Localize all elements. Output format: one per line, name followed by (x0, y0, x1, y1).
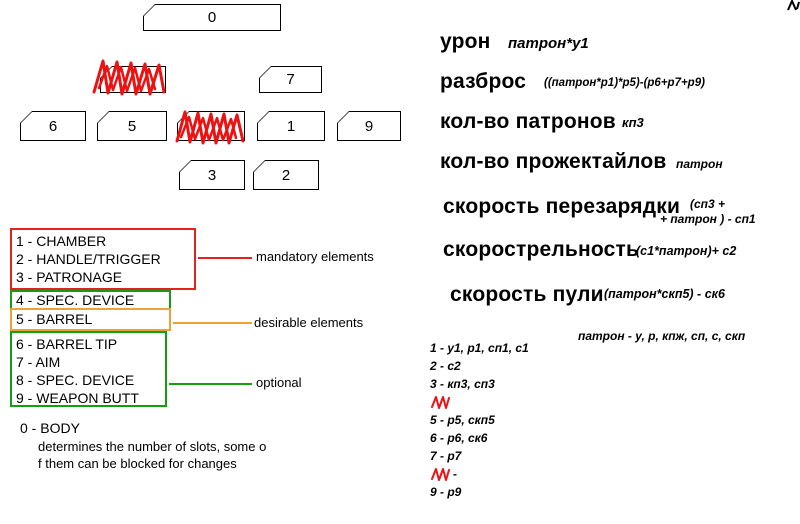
formula-bullet-speed-expr: (патрон*скп5) - ск6 (604, 287, 725, 301)
slot-box-5-face: 5 (98, 112, 166, 140)
barrel-5-box: 5 - BARREL (10, 308, 171, 331)
slot-box-9: 9 (337, 111, 401, 141)
slot-5-variables: 5 - р5, скп5 (430, 413, 495, 427)
slot-box-7: 7 (259, 66, 322, 93)
slot-1-variables: 1 - у1, р1, сп1, с1 (430, 341, 529, 355)
slot-3-variables: 3 - кп3, сп3 (430, 377, 495, 391)
slot-variables-list: 1 - у1, р1, сп1, с1 2 - с2 3 - кп3, сп3 … (430, 339, 529, 501)
slot-variables-row-5: 5 - р5, скп5 (430, 411, 529, 429)
slot-7-label: 7 (286, 71, 295, 88)
formula-reload-speed-expr-line1: (сп3 + (690, 197, 726, 211)
slot-box-2-face: 2 (254, 161, 318, 189)
formula-spread-expr: ((патрон*р1)*р5)-(р6+р7+р9) (544, 77, 705, 89)
formula-fire-rate-name: скорострельность (443, 238, 640, 261)
slot-box-1: 1 (257, 111, 325, 141)
slot-box-3: 3 (179, 160, 245, 190)
slot-box-9-face: 9 (338, 112, 400, 140)
slot-box-5: 5 (97, 111, 167, 141)
slot-8-variables: - (453, 467, 457, 481)
formula-bullet-speed-name: скорость пули (450, 283, 604, 306)
mandatory-elements-label: mandatory elements (256, 249, 374, 264)
formula-projectile-count-name: кол-во прожектайлов (440, 150, 667, 173)
slot-box-0: 0 (143, 4, 281, 31)
slot-box-6-face: 6 (21, 112, 85, 140)
slot-variables-row-9: 9 - р9 (430, 483, 529, 501)
red-scribble-icon (431, 396, 450, 409)
slot-box-2: 2 (253, 160, 319, 190)
slot-box-7-face: 7 (260, 67, 321, 92)
optional-label: optional (256, 375, 302, 390)
desirable-elements-label: desirable elements (254, 315, 364, 330)
slot-variables-row-6: 6 - р6, ск6 (430, 429, 529, 447)
slot-variables-row-1: 1 - у1, р1, сп1, с1 (430, 339, 529, 357)
slot-2-variables: 2 - с2 (430, 359, 461, 373)
formula-reload-speed-name: скорость перезарядки (443, 195, 681, 218)
cropped-glyph-mark (787, 0, 800, 11)
slot-variables-row-7: 7 - р7 (430, 447, 529, 465)
formula-damage-expr: патрон*у1 (508, 35, 589, 52)
legend-item-barrel-tip: 6 - BARREL TIP (16, 336, 118, 352)
formula-damage-name: урон (440, 30, 491, 53)
slot-box-1-face: 1 (258, 112, 324, 140)
formula-ammo-count-name: кол-во патронов (440, 110, 616, 133)
slot-7-variables: 7 - р7 (430, 449, 462, 463)
spec-device-4-box: 4 - SPEC. DEVICE (10, 290, 171, 310)
legend-item-spec-device-8: 8 - SPEC. DEVICE (16, 372, 135, 388)
optional-connector-line (169, 383, 252, 385)
slot-5-label: 5 (127, 117, 137, 135)
slot-variables-row-4-scribbled (430, 393, 529, 411)
slot-6-variables: 6 - р6, ск6 (430, 431, 488, 445)
formula-reload-speed-expr-line2: + патрон ) - сп1 (660, 212, 756, 226)
patron-variables-note: патрон - у, р, кпж, сп, с, скп (578, 329, 746, 343)
legend-item-weapon-butt: 9 - WEAPON BUTT (16, 390, 139, 406)
slot-0-label: 0 (207, 9, 217, 26)
legend-item-chamber: 1 - CHAMBER (16, 233, 107, 249)
slot-variables-row-3: 3 - кп3, сп3 (430, 375, 529, 393)
formula-ammo-count-expr: кп3 (622, 115, 644, 130)
slot-9-variables: 9 - р9 (430, 485, 462, 499)
slot-6-label: 6 (48, 117, 58, 135)
formula-fire-rate-expr: (с1*патрон)+ с2 (636, 244, 737, 258)
slot-variables-row-2: 2 - с2 (430, 357, 529, 375)
legend-item-body: 0 - BODY (20, 420, 80, 436)
legend-item-handle-trigger: 2 - HANDLE/TRIGGER (16, 251, 161, 267)
slot-9-label: 9 (364, 117, 374, 135)
formula-spread-name: разброс (440, 70, 527, 93)
slot-1-label: 1 (286, 117, 296, 135)
body-note-line1: determines the number of slots, some o (38, 439, 267, 454)
slot-variables-row-8-scribbled: - (430, 465, 529, 483)
optional-elements-box: 6 - BARREL TIP 7 - AIM 8 - SPEC. DEVICE … (10, 331, 167, 407)
legend-item-aim: 7 - AIM (16, 354, 61, 370)
red-scribble-icon (431, 468, 450, 481)
slot-box-6: 6 (20, 111, 86, 141)
legend-item-spec-device-4: 4 - SPEC. DEVICE (16, 292, 135, 308)
legend-item-barrel: 5 - BARREL (16, 311, 93, 327)
legend-item-patronage: 3 - PATRONAGE (16, 269, 123, 285)
red-scribble-icon (175, 110, 245, 145)
mandatory-elements-box: 1 - CHAMBER 2 - HANDLE/TRIGGER 3 - PATRO… (10, 228, 196, 290)
slot-box-0-face: 0 (144, 5, 280, 30)
slot-2-label: 2 (281, 166, 291, 184)
slot-box-3-face: 3 (180, 161, 244, 189)
mandatory-connector-line (198, 257, 252, 259)
desirable-connector-line (173, 322, 252, 324)
body-note-line2: f them can be blocked for changes (38, 456, 237, 471)
formula-projectile-count-expr: патрон (676, 157, 723, 171)
slot-3-label: 3 (207, 166, 217, 184)
red-scribble-icon (92, 59, 166, 96)
